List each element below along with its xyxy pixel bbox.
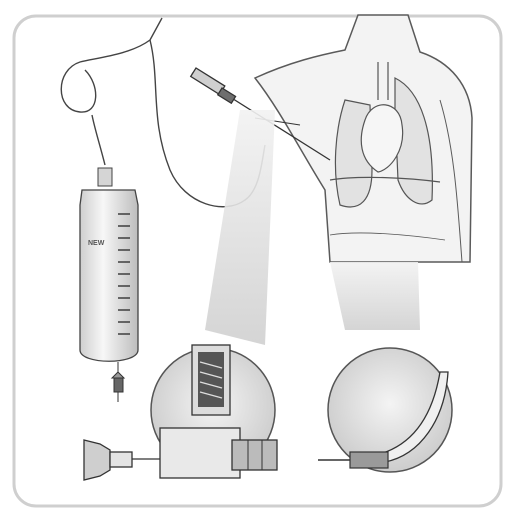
bag-label: NEW [88,240,105,247]
zoom-cone-right [330,262,420,330]
